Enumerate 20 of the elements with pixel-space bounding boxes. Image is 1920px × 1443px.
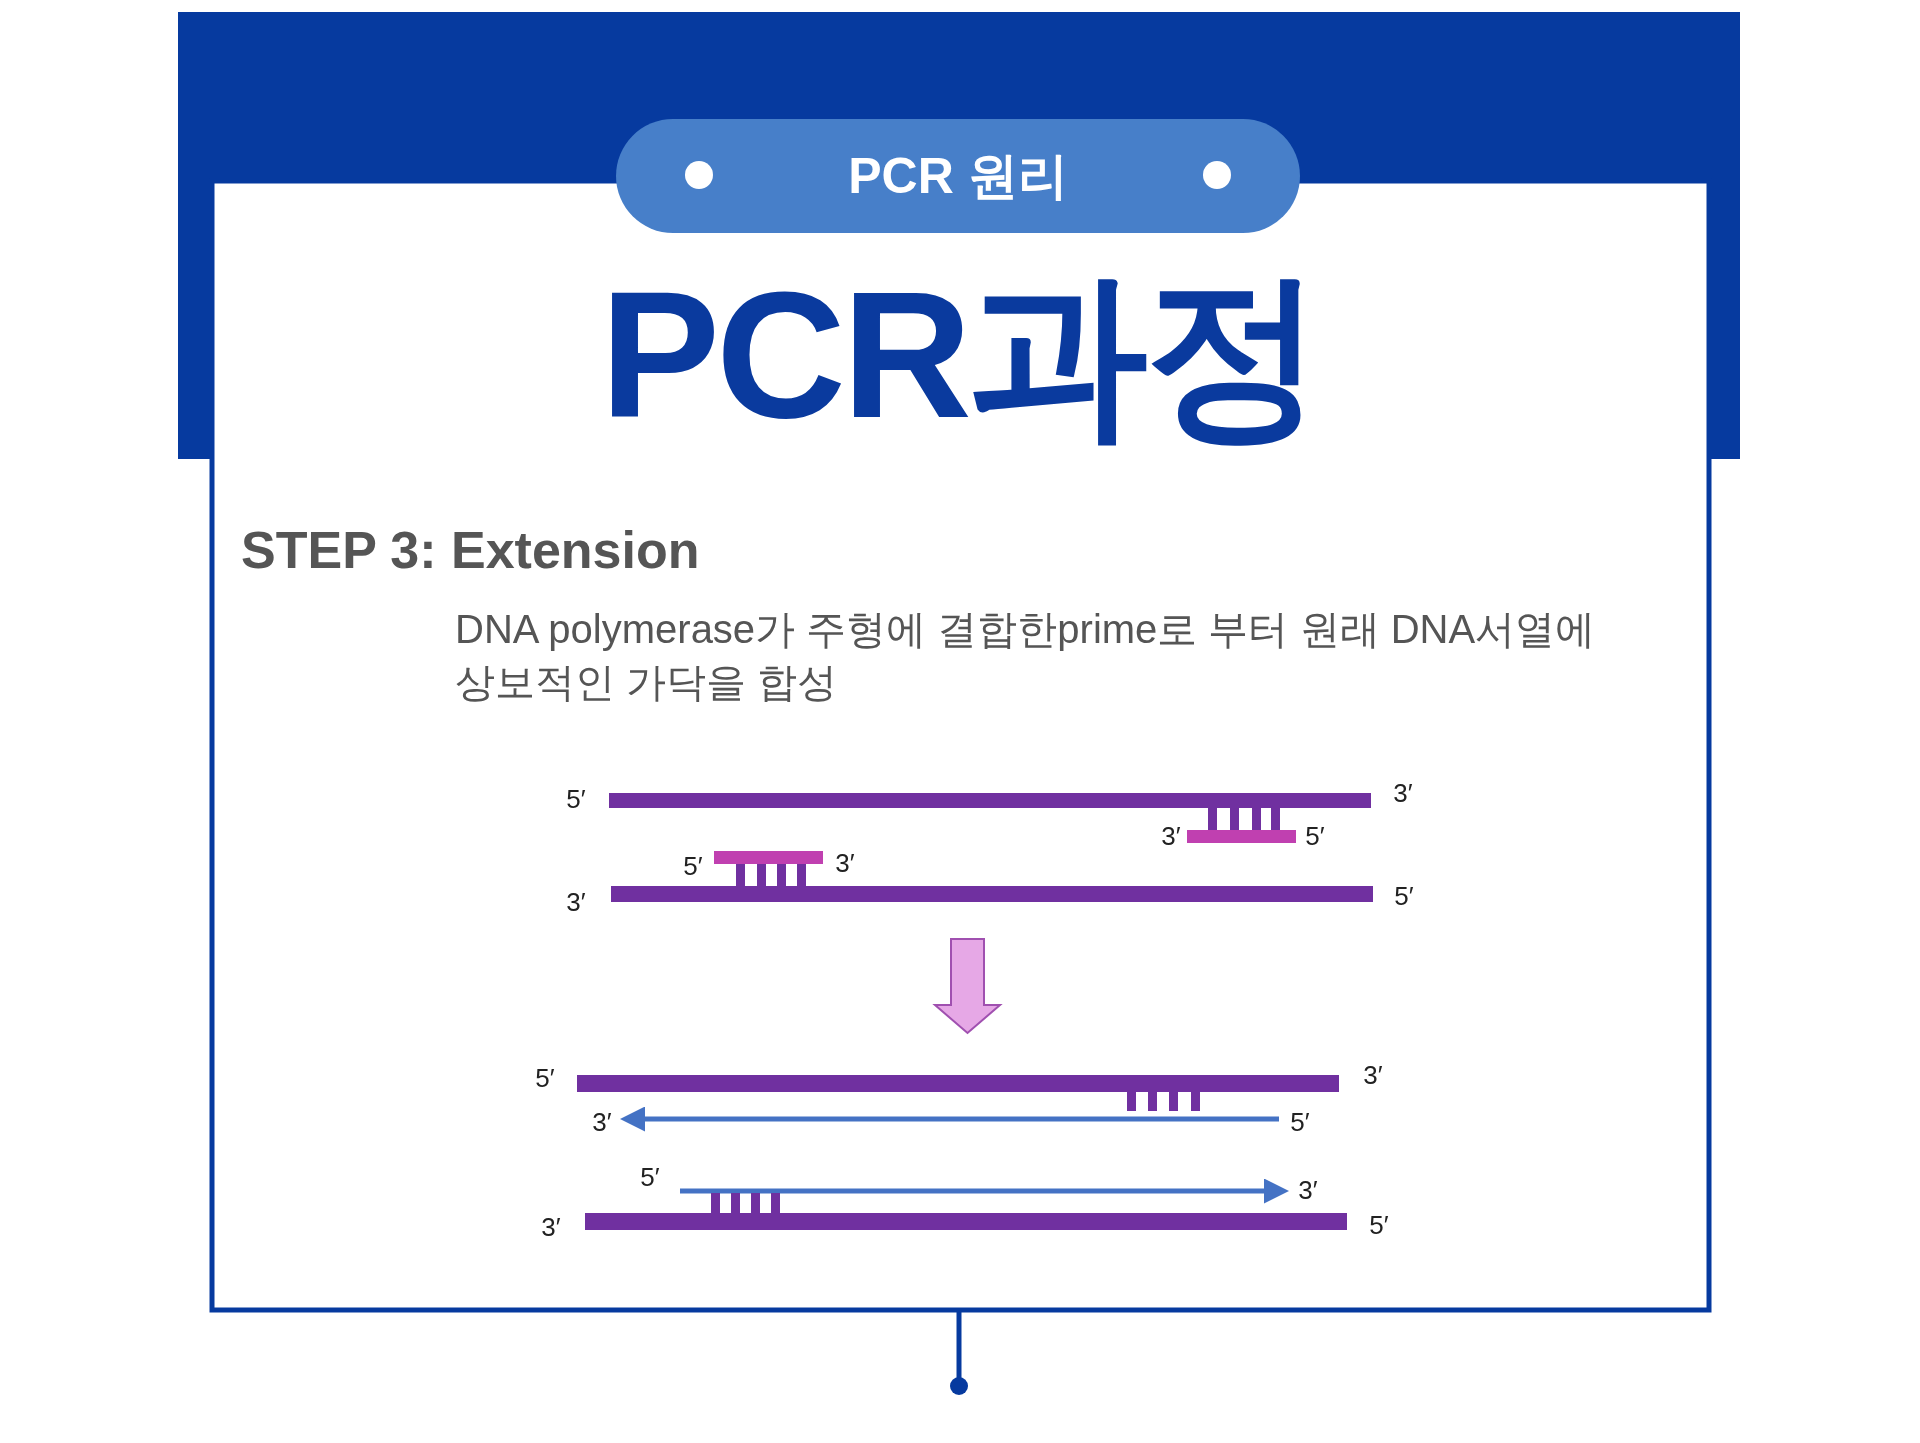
- end-label: 5′: [640, 1164, 660, 1190]
- main-title: PCR과정: [598, 265, 1321, 445]
- pill-label: PCR 원리: [848, 146, 1068, 206]
- end-label: 5′: [1305, 823, 1325, 849]
- end-label: 5′: [1394, 883, 1414, 909]
- end-label: 3′: [1393, 780, 1413, 806]
- end-label: 5′: [1369, 1212, 1389, 1238]
- end-label: 3′: [1298, 1177, 1318, 1203]
- end-label: 3′: [566, 889, 586, 915]
- end-label: 5′: [566, 786, 586, 812]
- end-label: 5′: [535, 1065, 555, 1091]
- end-label: 5′: [1290, 1109, 1310, 1135]
- end-label: 3′: [592, 1109, 612, 1135]
- section-heading: STEP 3: Extension: [241, 520, 700, 580]
- end-label: 3′: [835, 850, 855, 876]
- end-label: 3′: [1363, 1062, 1383, 1088]
- end-label: 3′: [541, 1214, 561, 1240]
- end-label: 3′: [1161, 823, 1181, 849]
- end-label: 5′: [683, 853, 703, 879]
- description-text: DNA polymerase가 주형에 결합한prime로 부터 원래 DNA서열에 상보적인 가닥을 합성: [455, 606, 1597, 706]
